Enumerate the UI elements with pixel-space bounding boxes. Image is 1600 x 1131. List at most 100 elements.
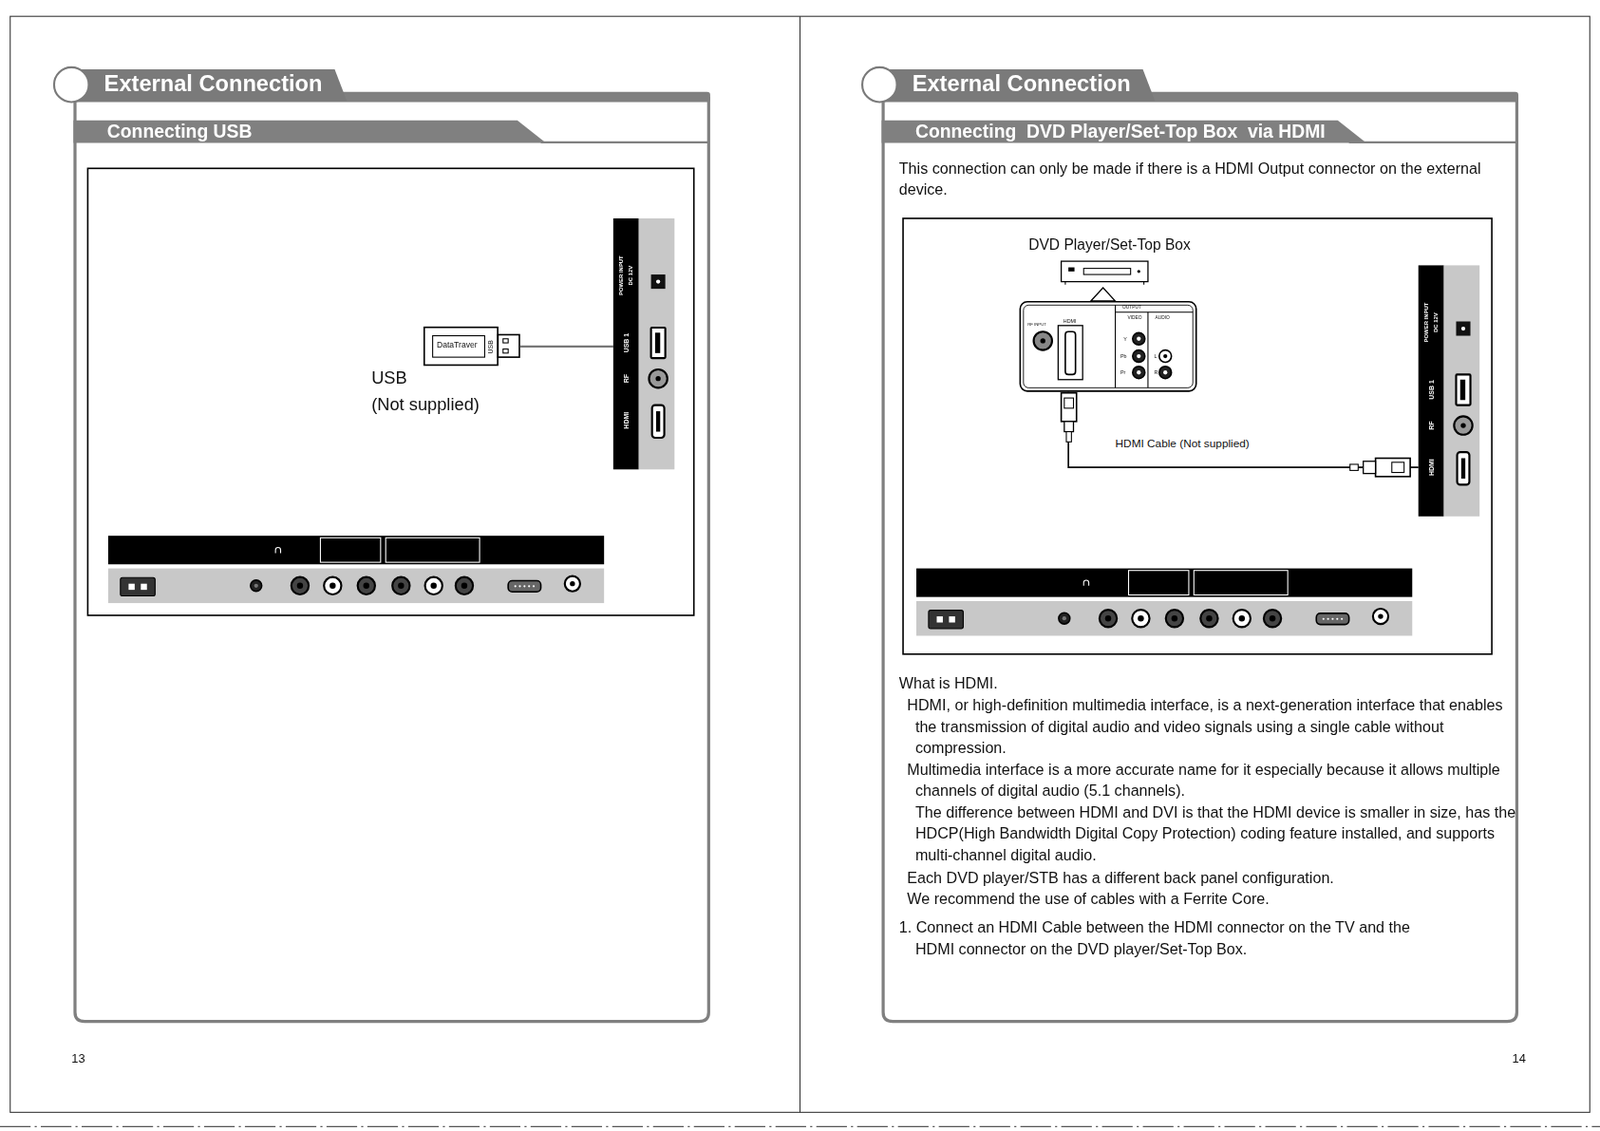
panel-port-strip bbox=[639, 218, 676, 470]
hdmi-plug bbox=[1375, 458, 1412, 477]
dc-jack-pin bbox=[1461, 326, 1466, 331]
body-text: Each DVD player/STB has a different back… bbox=[906, 865, 1540, 888]
rf-port-pin bbox=[1460, 422, 1466, 428]
vga-port bbox=[1316, 613, 1349, 625]
port-label: DC 12V bbox=[1431, 312, 1439, 333]
ferrite-core bbox=[1350, 464, 1359, 471]
vga-pin bbox=[1327, 618, 1330, 621]
power-socket bbox=[928, 610, 964, 629]
jack-core bbox=[430, 583, 436, 589]
tv-rear-panel bbox=[108, 535, 604, 603]
band-rule bbox=[1349, 141, 1517, 144]
band-shape bbox=[881, 120, 1366, 144]
dvd-back-panel: DVD Player/Set-Top BoxRF INPUTHDMIOUTPUT… bbox=[1019, 301, 1198, 393]
vga-pin bbox=[532, 584, 535, 587]
part-label: USB bbox=[371, 367, 408, 390]
rca-jack bbox=[323, 577, 341, 595]
jack-core bbox=[569, 581, 575, 586]
vga-pin bbox=[1322, 618, 1325, 621]
jack-label: AUDIO bbox=[1154, 315, 1169, 321]
rca-jack bbox=[1132, 350, 1146, 363]
rf-jack bbox=[1034, 331, 1053, 350]
band-rule bbox=[541, 141, 709, 144]
rear-box bbox=[1193, 570, 1288, 596]
jack-core bbox=[1269, 615, 1276, 622]
section-header: External Connection bbox=[53, 66, 347, 102]
jack-core bbox=[363, 583, 370, 589]
jack-label: RF INPUT bbox=[1027, 322, 1047, 328]
instruction-step: 1. Connect an HDMI Cable between the HDM… bbox=[899, 916, 1431, 960]
jack-label: Y bbox=[1123, 336, 1128, 342]
callout-arrow bbox=[1091, 287, 1116, 302]
cable-label: HDMI Cable (Not supplied) bbox=[1112, 436, 1252, 450]
socket-pin bbox=[140, 583, 147, 590]
rear-connector-bar bbox=[108, 568, 604, 604]
jack-core bbox=[1136, 354, 1141, 358]
jack-label: L bbox=[1153, 353, 1157, 359]
hdmi-out-port bbox=[1065, 331, 1076, 375]
jack-label: Pr bbox=[1120, 369, 1126, 376]
port-label: RF bbox=[1427, 420, 1435, 430]
rear-box bbox=[1129, 570, 1189, 596]
usb-port-tongue bbox=[655, 332, 660, 353]
hdmi-plug bbox=[1061, 393, 1077, 422]
stick-label-plate bbox=[432, 336, 486, 358]
body-text: The difference between HDMI and DVI is t… bbox=[915, 801, 1523, 866]
port-label: POWER INPUT bbox=[618, 255, 625, 296]
rca-jack bbox=[1159, 366, 1172, 379]
headphone-icon bbox=[275, 547, 281, 554]
section-header: External Connection bbox=[861, 66, 1155, 102]
panel-port-strip bbox=[1444, 264, 1481, 516]
rca-jack bbox=[455, 577, 473, 595]
player-foot bbox=[1143, 282, 1145, 285]
jack-core bbox=[1137, 615, 1144, 622]
vga-pin bbox=[527, 584, 530, 587]
rear-box bbox=[385, 537, 480, 563]
hdmi-plug-detail bbox=[1392, 462, 1405, 473]
jack-core bbox=[1171, 615, 1178, 622]
socket-pin bbox=[128, 583, 134, 590]
coax-jack bbox=[1373, 608, 1389, 624]
stick-body bbox=[424, 327, 498, 366]
jack-core bbox=[329, 583, 336, 589]
rf-port bbox=[1453, 415, 1472, 434]
jack-core bbox=[1136, 337, 1141, 341]
hdmi-port bbox=[1457, 451, 1470, 485]
subsection-title: Connecting USB bbox=[107, 120, 253, 144]
usb-plug bbox=[497, 334, 520, 358]
usb-stick: DataTraverUSB bbox=[423, 326, 521, 367]
panel-divider bbox=[1147, 312, 1149, 389]
tv-side-panel: POWER INPUTDC 12VUSB 1RFHDMI bbox=[1418, 264, 1480, 516]
header-tab bbox=[71, 69, 347, 101]
port-label: USB 1 bbox=[1427, 379, 1435, 400]
figure-frame bbox=[903, 218, 1492, 655]
rear-connector-bar bbox=[916, 601, 1412, 637]
vga-pin bbox=[1331, 618, 1334, 621]
jack-label: R bbox=[1153, 369, 1158, 376]
vga-pin bbox=[523, 584, 526, 587]
brand-label: DataTraver bbox=[436, 340, 478, 351]
jack-core bbox=[1136, 370, 1141, 375]
panel-label-strip bbox=[613, 218, 640, 470]
plug-collar bbox=[1363, 461, 1376, 474]
header-circle bbox=[862, 67, 898, 103]
page-number: 13 bbox=[71, 1051, 85, 1067]
dc-jack bbox=[651, 274, 666, 289]
subsection-band: Connecting DVD Player/Set-Top Box via HD… bbox=[881, 120, 1366, 144]
panel-label-strip bbox=[1418, 264, 1445, 516]
rca-jack bbox=[1099, 609, 1117, 627]
plug-collar bbox=[1064, 421, 1074, 433]
rca-jack bbox=[291, 577, 309, 595]
vga-pin bbox=[1340, 618, 1343, 621]
port-label: HDMI bbox=[1427, 458, 1435, 476]
jack-core bbox=[1062, 616, 1067, 621]
scan-edge bbox=[0, 1126, 1600, 1128]
jack-core bbox=[1163, 354, 1168, 358]
headphone-jack bbox=[1058, 612, 1071, 624]
panel-divider bbox=[1114, 304, 1116, 388]
socket-pin bbox=[948, 616, 955, 622]
jack-label: HDMI bbox=[1063, 317, 1077, 323]
header-tab bbox=[879, 69, 1155, 101]
hdmi-out-frame bbox=[1057, 325, 1083, 380]
